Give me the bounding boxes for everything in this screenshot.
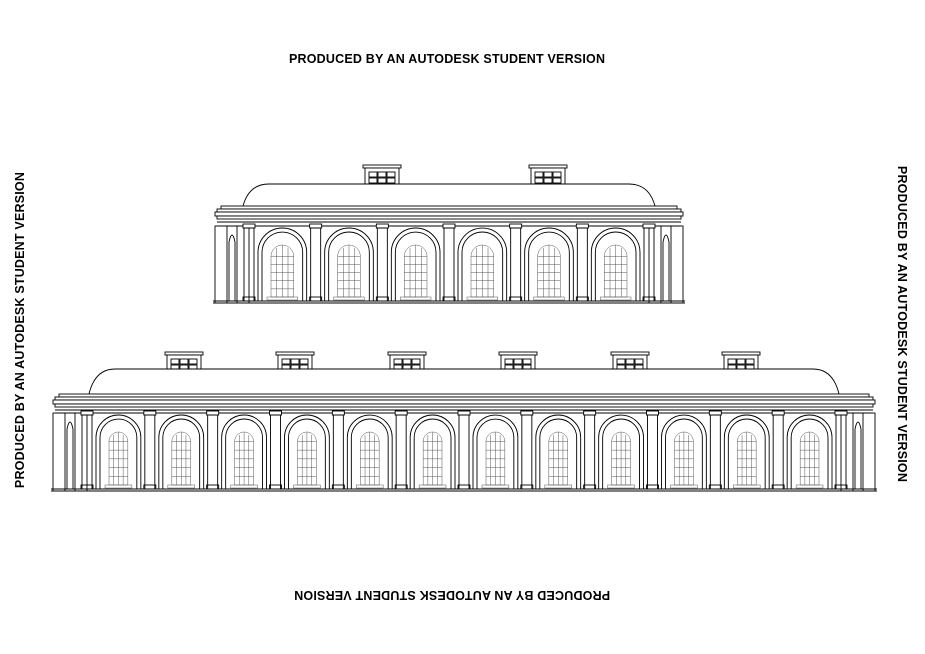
arch xyxy=(786,414,833,489)
arched-window xyxy=(333,244,365,301)
arched-window xyxy=(466,244,498,301)
arch-bay xyxy=(394,410,456,490)
arch-bay xyxy=(575,223,656,302)
arch-inner xyxy=(162,418,201,489)
arch-inner xyxy=(461,231,504,301)
lower-elevation xyxy=(51,351,877,492)
arch-inner xyxy=(328,231,370,301)
arched-window xyxy=(293,431,321,489)
arch-inner xyxy=(602,418,640,489)
arch xyxy=(524,227,574,301)
arch-bay xyxy=(143,410,205,490)
arch-inner xyxy=(261,231,304,301)
upper-elevation xyxy=(213,164,685,304)
cornice xyxy=(214,211,684,217)
arch-bay xyxy=(309,223,374,302)
arch-bay xyxy=(80,410,142,490)
arch xyxy=(457,227,508,301)
arch-inner xyxy=(394,231,437,301)
arch-bay xyxy=(771,410,848,490)
arch-inner xyxy=(350,418,389,489)
arched-window xyxy=(533,244,565,301)
arch xyxy=(723,414,770,489)
arch-bay xyxy=(331,410,393,490)
arch xyxy=(95,414,142,489)
arch-bay xyxy=(646,410,707,490)
arch-bay xyxy=(583,410,644,490)
arched-window xyxy=(167,431,195,489)
arch-inner xyxy=(476,418,515,489)
arch-bay xyxy=(442,223,508,302)
arch-bay xyxy=(708,410,770,490)
cornice xyxy=(54,403,874,408)
arch-inner xyxy=(727,418,766,489)
arched-window xyxy=(230,431,258,489)
roof xyxy=(88,368,840,395)
arch xyxy=(590,227,641,301)
roof xyxy=(242,183,656,207)
arched-window xyxy=(544,431,572,489)
arched-window xyxy=(670,431,698,489)
arch-inner xyxy=(790,418,829,489)
dormer xyxy=(275,351,315,374)
arch xyxy=(221,414,267,489)
arch-inner xyxy=(665,418,703,489)
arch-bay xyxy=(375,223,441,302)
watermark-top: PRODUCED BY AN AUTODESK STUDENT VERSION xyxy=(289,52,606,66)
arch-bay xyxy=(242,223,308,302)
arch-bay xyxy=(206,410,267,490)
arch-inner xyxy=(413,418,452,489)
arch xyxy=(535,414,582,489)
arched-window xyxy=(795,431,824,489)
arch-inner xyxy=(539,418,578,489)
arched-window xyxy=(600,244,632,301)
arch xyxy=(324,227,374,301)
cornice xyxy=(52,399,876,405)
cornice xyxy=(58,393,870,398)
dormer xyxy=(362,164,402,189)
arch-inner xyxy=(288,418,326,489)
arched-window xyxy=(481,431,510,489)
cornice xyxy=(216,215,682,220)
arched-window xyxy=(356,431,384,489)
arch-inner xyxy=(594,231,637,301)
arched-window xyxy=(418,431,447,489)
arch-bay xyxy=(269,410,330,490)
arched-window xyxy=(733,431,761,489)
dormer xyxy=(610,351,650,374)
arch-inner xyxy=(225,418,263,489)
arch xyxy=(284,414,330,489)
arch-bay xyxy=(520,410,582,490)
dormer xyxy=(528,164,568,189)
arched-window xyxy=(400,244,432,301)
arch xyxy=(158,414,205,489)
arch xyxy=(661,414,707,489)
arch-inner xyxy=(528,231,570,301)
arch-bay xyxy=(457,410,519,490)
arch xyxy=(346,414,393,489)
arched-window xyxy=(104,431,133,489)
arch xyxy=(409,414,456,489)
arch-bay xyxy=(509,223,574,302)
cornice xyxy=(54,396,874,401)
arch xyxy=(390,227,441,301)
arch-inner xyxy=(99,418,138,489)
arch xyxy=(257,227,308,301)
arched-window xyxy=(266,244,298,301)
arched-window xyxy=(607,431,635,489)
arch xyxy=(598,414,644,489)
arch xyxy=(472,414,519,489)
